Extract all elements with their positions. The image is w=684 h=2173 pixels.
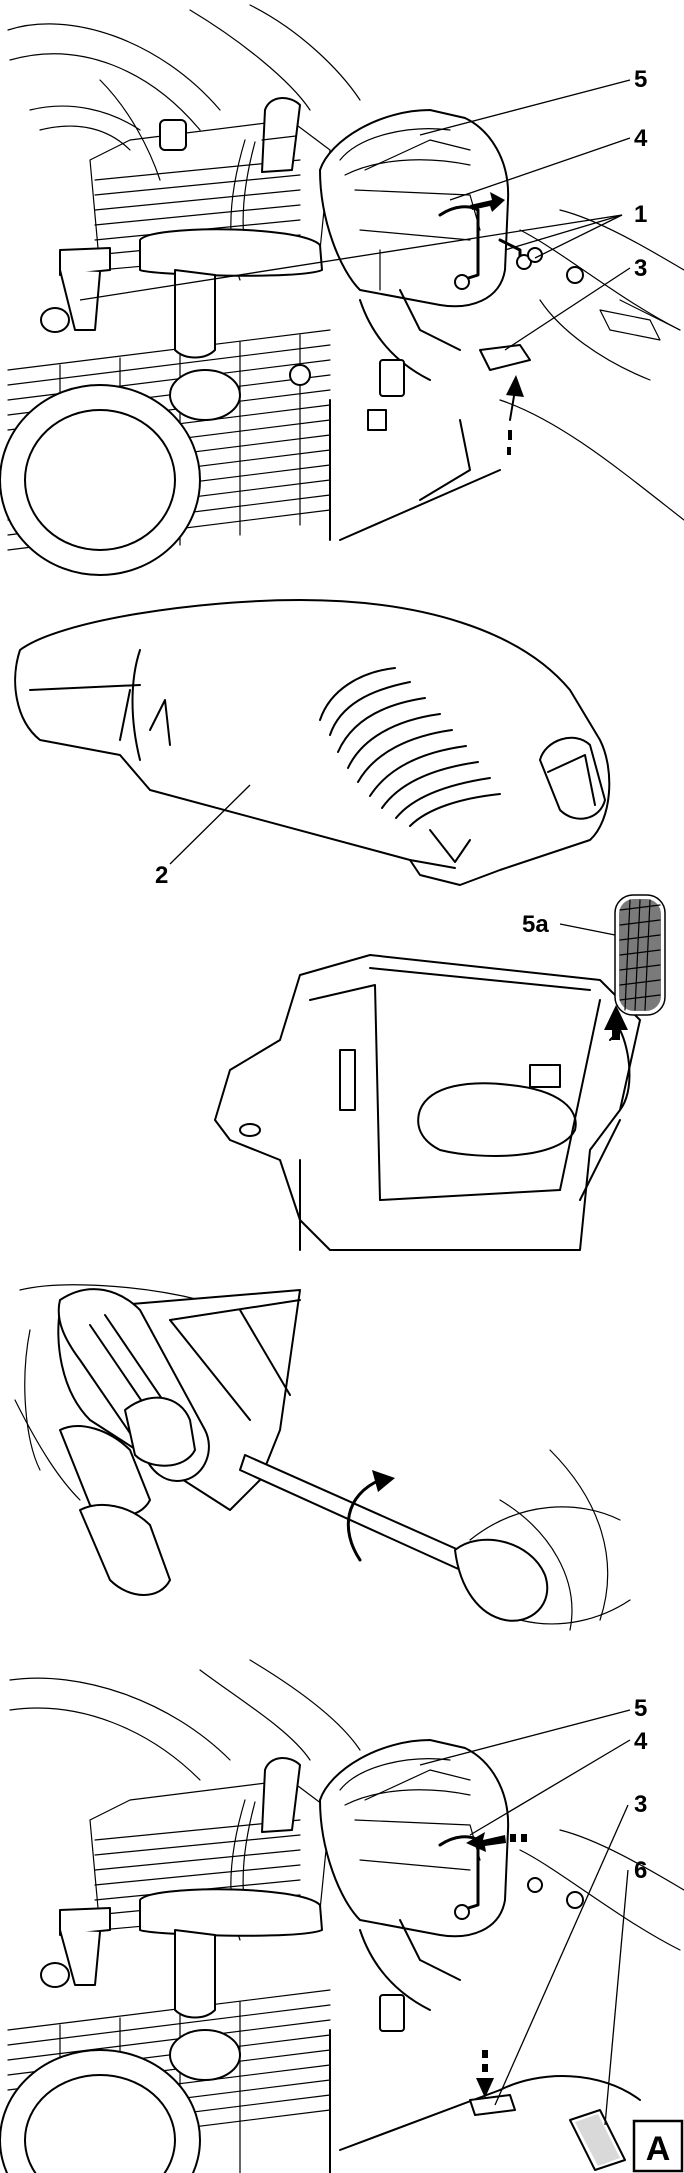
callout-3-bottom: 3 <box>634 1791 647 1818</box>
callout-5a: 5a <box>522 911 549 938</box>
panel-cleaning <box>14 1284 631 1631</box>
callout-labels: 5 4 1 3 2 5a 5 4 3 6 <box>155 66 648 1884</box>
shroud-grille <box>319 667 501 827</box>
callout-5-top: 5 <box>634 66 647 93</box>
callout-5-bottom: 5 <box>634 1695 647 1722</box>
filter-element-5a <box>614 894 666 1016</box>
callout-leaders <box>79 79 631 2126</box>
panel-engine-bottom <box>0 1659 684 2173</box>
panel-filter-housing <box>214 894 666 1251</box>
callout-2: 2 <box>155 862 168 889</box>
panel-engine-top <box>0 4 684 576</box>
filter-cover-5 <box>319 109 510 308</box>
figure-tag: A <box>632 2119 684 2173</box>
callout-6: 6 <box>634 1857 647 1884</box>
panel-shroud-2 <box>14 599 611 886</box>
callout-4-top: 4 <box>634 125 648 152</box>
figure-tag-letter: A <box>646 2130 671 2168</box>
callout-1: 1 <box>634 201 647 228</box>
callout-4-bottom: 4 <box>634 1728 648 1755</box>
callout-3-top: 3 <box>634 255 647 282</box>
